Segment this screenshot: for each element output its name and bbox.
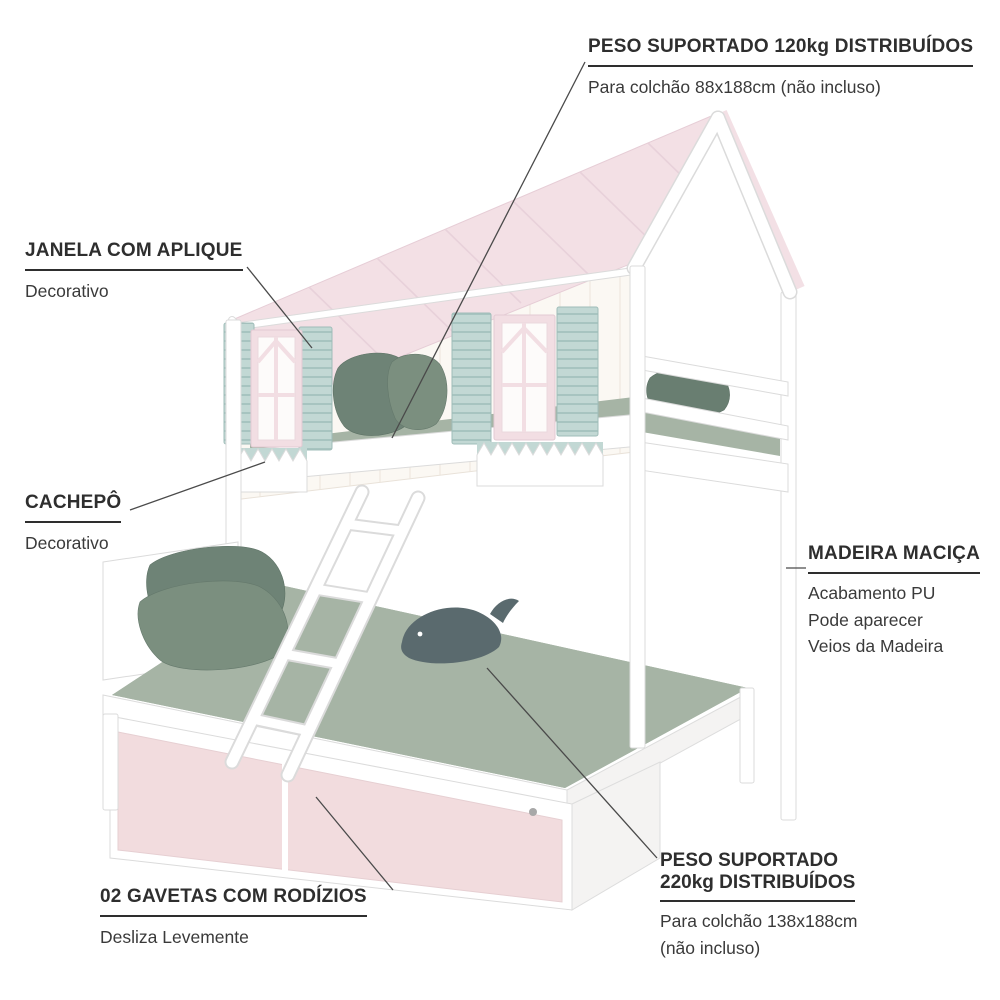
drawer-knob bbox=[529, 808, 537, 816]
callout-bottom-weight-title: PESO SUPORTADO 220kg DISTRIBUÍDOS bbox=[660, 850, 856, 902]
leader-drawers bbox=[315, 796, 394, 891]
left-planter bbox=[236, 448, 308, 493]
right-gable-frame bbox=[626, 110, 798, 300]
leader-window bbox=[246, 266, 313, 349]
callout-wood: MADEIRA MACIÇA Acabamento PU Pode aparec… bbox=[808, 543, 981, 658]
callout-bottom-weight-subtitle-line2: (não incluso) bbox=[660, 937, 761, 958]
callout-drawers: 02 GAVETAS COM RODÍZIOS Desliza Levement… bbox=[100, 886, 367, 949]
drawer-front bbox=[117, 731, 563, 903]
callout-wood-line: Pode aparecer bbox=[808, 609, 923, 630]
mid-front-post bbox=[629, 265, 646, 749]
lower-pillow bbox=[137, 580, 289, 671]
ladder bbox=[224, 484, 426, 783]
right-window bbox=[451, 306, 599, 445]
upper-guard-rail bbox=[641, 355, 789, 456]
leader-top-weight bbox=[391, 61, 586, 439]
callout-window-subtitle: Decorativo bbox=[25, 280, 109, 301]
whale-plush bbox=[401, 598, 519, 664]
callout-bottom-weight-title-line1: PESO SUPORTADO bbox=[660, 850, 839, 871]
callout-window-title: JANELA COM APLIQUE bbox=[25, 240, 243, 271]
back-right-post bbox=[780, 291, 797, 821]
lower-bed bbox=[102, 541, 755, 815]
callout-top-weight: PESO SUPORTADO 120kg DISTRIBUÍDOS Para c… bbox=[588, 36, 974, 99]
callout-window: JANELA COM APLIQUE Decorativo bbox=[25, 240, 243, 303]
right-planter bbox=[476, 442, 604, 487]
right-window-shutter bbox=[556, 306, 599, 437]
left-window-shutter bbox=[298, 326, 333, 451]
callout-bottom-weight: PESO SUPORTADO 220kg DISTRIBUÍDOS Para c… bbox=[660, 850, 857, 959]
storage-drawers bbox=[102, 713, 661, 911]
foot-leg bbox=[739, 687, 755, 784]
callout-bottom-weight-title-line2: 220kg DISTRIBUÍDOS bbox=[660, 872, 856, 894]
callout-planter-subtitle: Decorativo bbox=[25, 532, 109, 553]
callout-drawers-subtitle: Desliza Levemente bbox=[100, 926, 249, 947]
leader-lines bbox=[129, 61, 806, 891]
callout-wood-line: Acabamento PU bbox=[808, 582, 936, 603]
callout-planter-title: CACHEPÔ bbox=[25, 492, 122, 523]
right-window-shutter bbox=[451, 312, 492, 445]
callout-wood-line: Veios da Madeira bbox=[808, 636, 944, 657]
callout-bottom-weight-subtitle-line1: Para colchão 138x188cm bbox=[660, 910, 858, 931]
callout-top-weight-title: PESO SUPORTADO 120kg DISTRIBUÍDOS bbox=[588, 36, 974, 67]
leader-planter bbox=[129, 461, 266, 511]
drawer-side-panel bbox=[571, 761, 661, 911]
leader-bottom-weight bbox=[486, 667, 658, 859]
head-leg bbox=[102, 713, 119, 811]
callout-wood-title: MADEIRA MACIÇA bbox=[808, 543, 981, 574]
callout-top-weight-subtitle: Para colchão 88x188cm (não incluso) bbox=[588, 76, 881, 97]
callout-planter: CACHEPÔ Decorativo bbox=[25, 492, 122, 555]
callout-drawers-title: 02 GAVETAS COM RODÍZIOS bbox=[100, 886, 367, 917]
